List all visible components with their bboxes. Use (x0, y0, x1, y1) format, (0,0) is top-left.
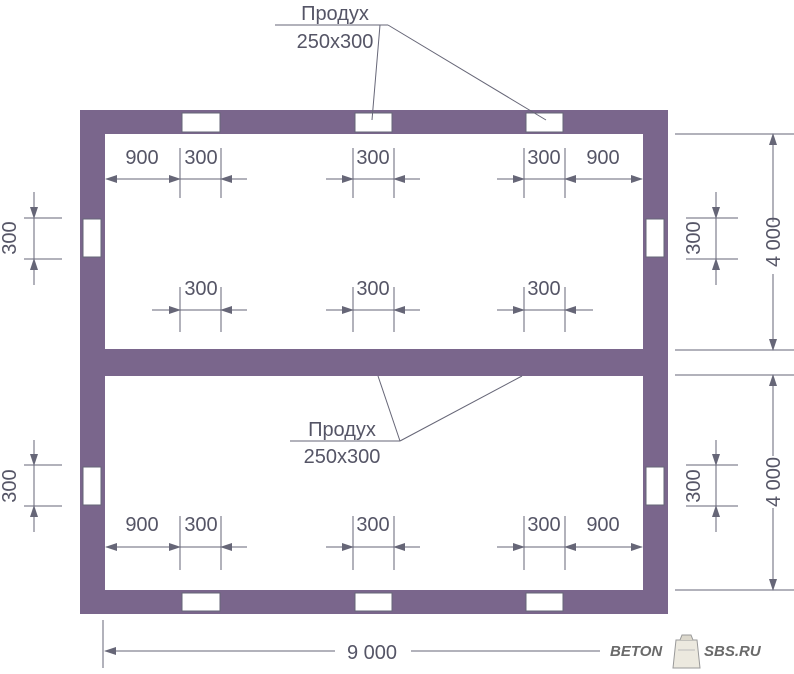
dim-label-vertical: 300 (683, 469, 705, 502)
dim-label: 300 (356, 514, 389, 536)
vertical-dimension-labels: 300 300 300 300 (0, 221, 705, 502)
dim-label: 900 (586, 147, 619, 169)
vent-note-middle-title: Продух (308, 419, 376, 441)
cement-bag-icon (672, 634, 701, 669)
vent-left-1 (82, 218, 102, 258)
horizontal-dimension-lines (105, 148, 643, 570)
vent-top-1 (181, 112, 221, 133)
vent-bottom-1 (181, 592, 221, 612)
dim-label: 300 (184, 514, 217, 536)
watermark-right-text: SBS.RU (704, 643, 762, 660)
vent-top-3 (525, 112, 564, 133)
foundation-walls (80, 110, 668, 614)
vent-leader-lines (275, 24, 547, 442)
dim-label: 300 (356, 278, 389, 300)
vent-top-2 (354, 112, 393, 133)
dim-label: 900 (125, 514, 158, 536)
dim-label: 300 (184, 147, 217, 169)
wall-middle (80, 349, 668, 376)
dim-label: 300 (527, 514, 560, 536)
overall-dimension-lines (102, 133, 794, 668)
vent-note-top-size: 250x300 (297, 31, 374, 53)
vent-right-1 (645, 218, 665, 258)
dim-label: 900 (586, 514, 619, 536)
vent-left-2 (82, 466, 102, 506)
vent-bottom-2 (354, 592, 393, 612)
side-vent-dimension-lines (24, 192, 738, 532)
vent-note-middle-size: 250x300 (304, 446, 381, 468)
dim-label-vertical: 300 (0, 469, 21, 502)
dim-label: 900 (125, 147, 158, 169)
dim-label-vertical: 300 (0, 221, 21, 254)
horizontal-dimension-labels: 900 300 300 300 900 300 300 300 900 300 … (125, 147, 619, 536)
watermark: BETON SBS.RU (610, 634, 762, 669)
vent-bottom-3 (525, 592, 564, 612)
dim-label: 300 (184, 278, 217, 300)
vent-right-2 (645, 466, 665, 506)
room-height-label-bottom: 4 000 (763, 457, 785, 507)
total-width-label: 9 000 (347, 642, 397, 664)
dim-label: 300 (527, 278, 560, 300)
vent-note-top-title: Продух (301, 3, 369, 25)
room-height-label-top: 4 000 (763, 217, 785, 267)
dim-label: 300 (527, 147, 560, 169)
watermark-left-text: BETON (610, 643, 663, 660)
dim-label-vertical: 300 (683, 221, 705, 254)
vents (82, 112, 665, 612)
dim-label: 300 (356, 147, 389, 169)
